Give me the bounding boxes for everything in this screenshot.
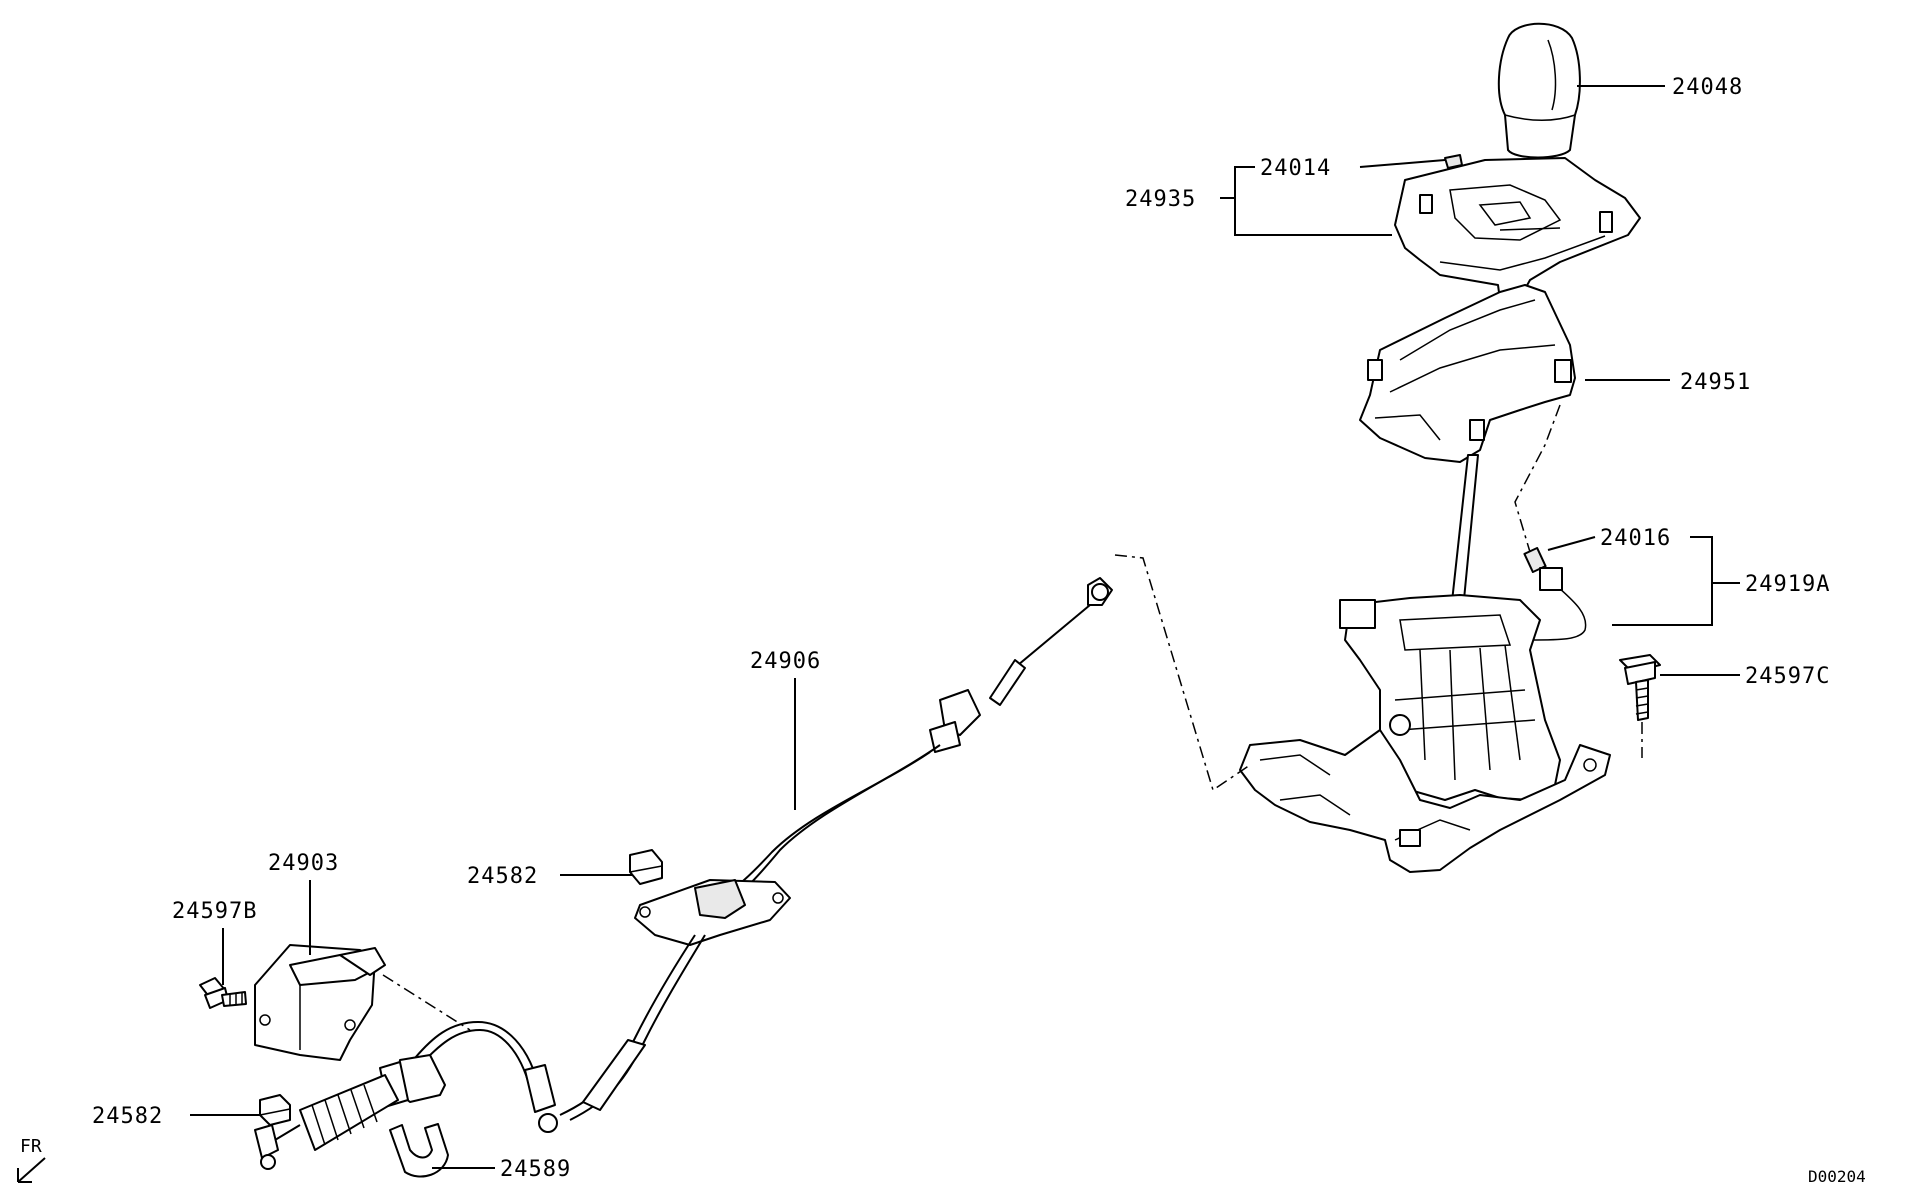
dash-bracket-to-cable: [382, 974, 471, 1031]
bracket-24935: [1234, 166, 1392, 236]
bolt-24597C[interactable]: [1619, 654, 1661, 721]
label-24589: 24589: [500, 1157, 571, 1182]
label-24919A: 24919A: [1745, 572, 1830, 597]
bracket-24903[interactable]: [254, 944, 386, 1061]
label-24906: 24906: [750, 649, 821, 674]
front-direction-label: FR: [20, 1136, 42, 1157]
cover-24951[interactable]: [1359, 284, 1576, 463]
front-direction-arrow-icon: [17, 1157, 46, 1183]
label-24582-lower: 24582: [92, 1104, 163, 1129]
nut-24582-upper[interactable]: [629, 849, 663, 885]
leader-24016: [1547, 536, 1596, 551]
leader-24014: [1359, 159, 1446, 168]
clip-24014[interactable]: [1444, 154, 1463, 169]
indicator-panel-24935[interactable]: [1394, 157, 1641, 301]
label-24597B: 24597B: [172, 899, 257, 924]
bolt-24597B[interactable]: [199, 977, 247, 1009]
label-24014: 24014: [1260, 156, 1331, 181]
shift-lever-assembly-24919A[interactable]: [1239, 454, 1611, 873]
shift-cable-24906[interactable]: [254, 577, 1113, 1170]
shift-knob-24048[interactable]: [1497, 22, 1581, 159]
label-24935: 24935: [1125, 187, 1196, 212]
nut-24582-lower[interactable]: [259, 1094, 291, 1126]
label-24597C: 24597C: [1745, 664, 1830, 689]
label-24016: 24016: [1600, 526, 1671, 551]
label-24048: 24048: [1672, 75, 1743, 100]
bracket-24919A: [1612, 536, 1713, 626]
dash-cable-to-lever: [1114, 554, 1251, 792]
label-24951: 24951: [1680, 370, 1751, 395]
diagram-code: D00204: [1808, 1167, 1866, 1186]
label-24903: 24903: [268, 851, 339, 876]
clip-24589[interactable]: [389, 1123, 449, 1178]
dash-cover-to-connector: [1514, 404, 1561, 553]
label-24582-upper: 24582: [467, 864, 538, 889]
